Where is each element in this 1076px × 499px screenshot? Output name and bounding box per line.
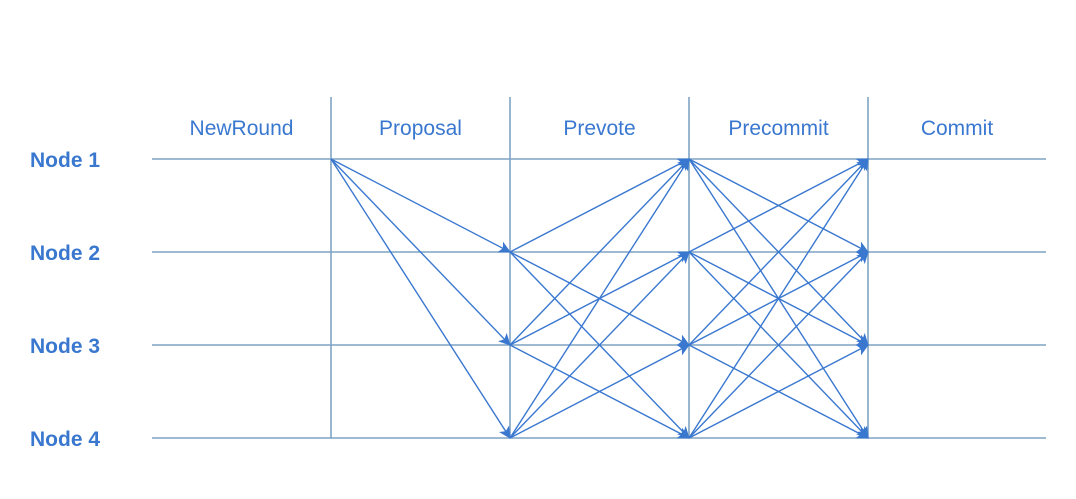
- message-arrows: [330, 158, 869, 439]
- phase-grid: [152, 97, 1046, 439]
- message-arrow: [688, 344, 869, 439]
- phase-label-newround: NewRound: [190, 117, 294, 140]
- phase-label-proposal: Proposal: [379, 117, 462, 140]
- message-arrow: [688, 251, 869, 439]
- message-arrow: [688, 158, 869, 439]
- message-arrow: [688, 158, 869, 346]
- node-label-4: Node 4: [30, 428, 100, 451]
- message-arrow: [330, 158, 511, 346]
- message-arrow: [330, 158, 511, 253]
- message-arrow: [509, 344, 690, 439]
- node-label-3: Node 3: [30, 335, 100, 358]
- message-arrow: [688, 158, 869, 253]
- phase-label-precommit: Precommit: [728, 117, 829, 140]
- message-arrow: [509, 158, 690, 346]
- message-arrow: [509, 251, 690, 439]
- message-arrow: [509, 158, 690, 253]
- node-label-2: Node 2: [30, 242, 100, 265]
- diagram-labels: NewRound Proposal Prevote Precommit CommitNo…: [30, 117, 993, 451]
- node-label-1: Node 1: [30, 149, 100, 172]
- phase-label-prevote: Prevote: [563, 117, 635, 140]
- phase-label-commit: Commit: [921, 117, 993, 140]
- message-arrow: [509, 158, 690, 439]
- message-arrow: [330, 158, 511, 439]
